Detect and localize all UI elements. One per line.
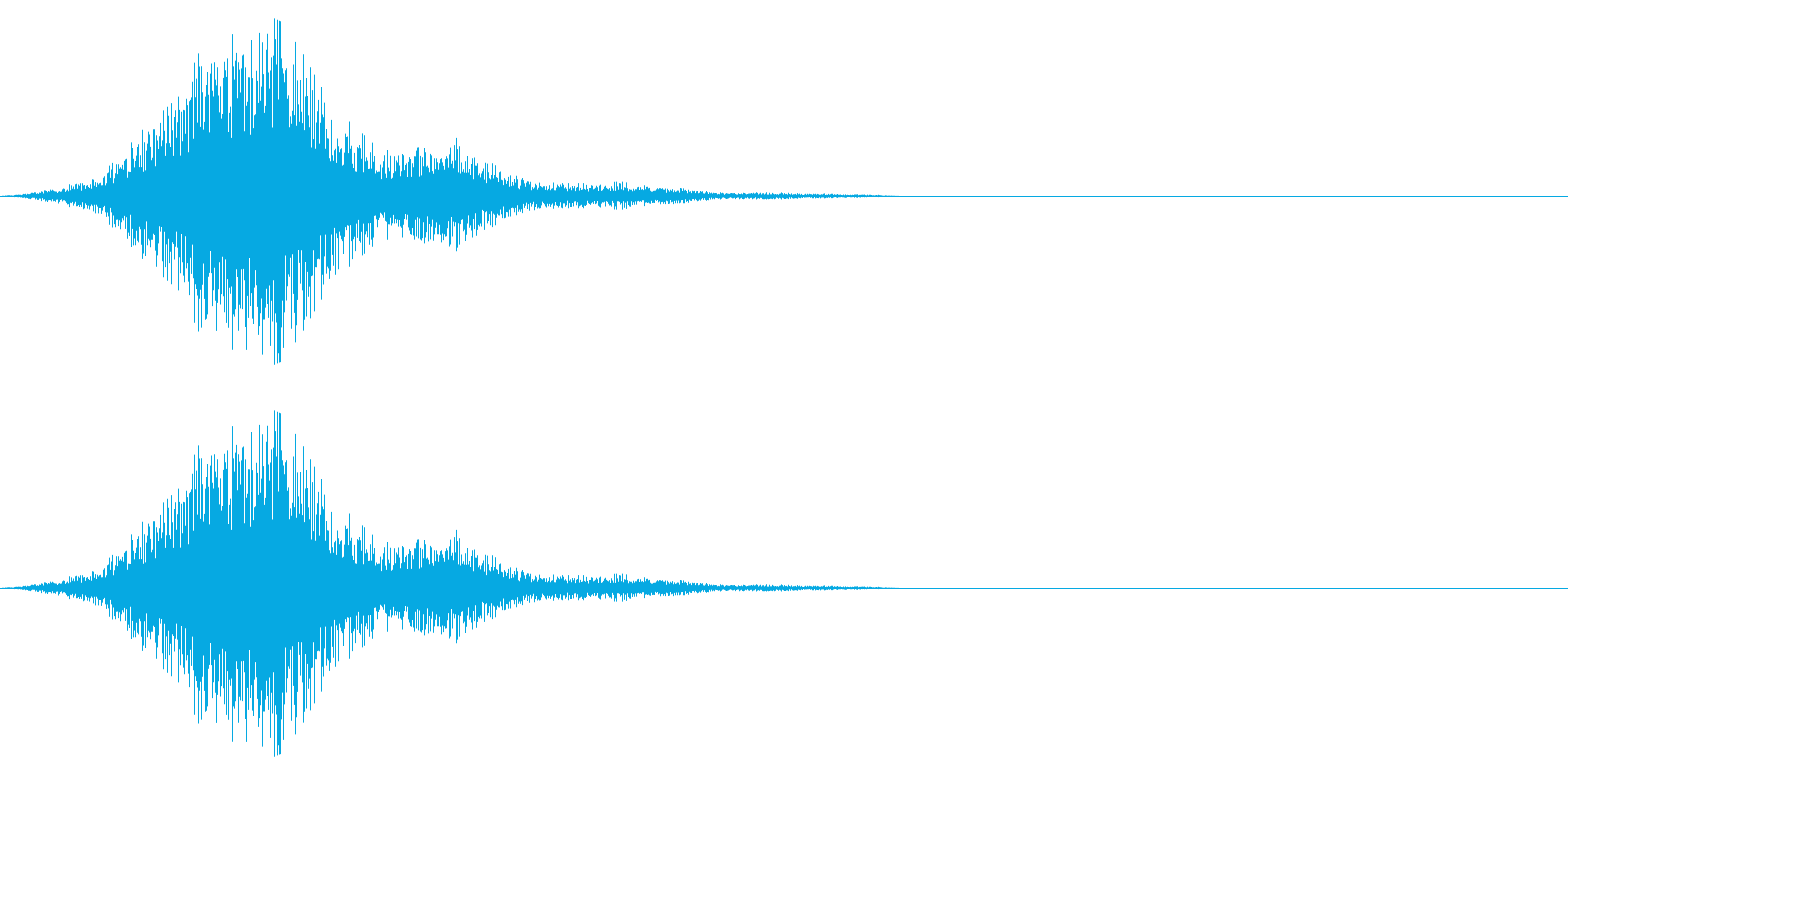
channel-1-waveform <box>0 18 1568 365</box>
channel-1-signal <box>1 18 899 365</box>
channel-2-signal <box>1 410 899 757</box>
channel-2-waveform <box>0 410 1568 757</box>
